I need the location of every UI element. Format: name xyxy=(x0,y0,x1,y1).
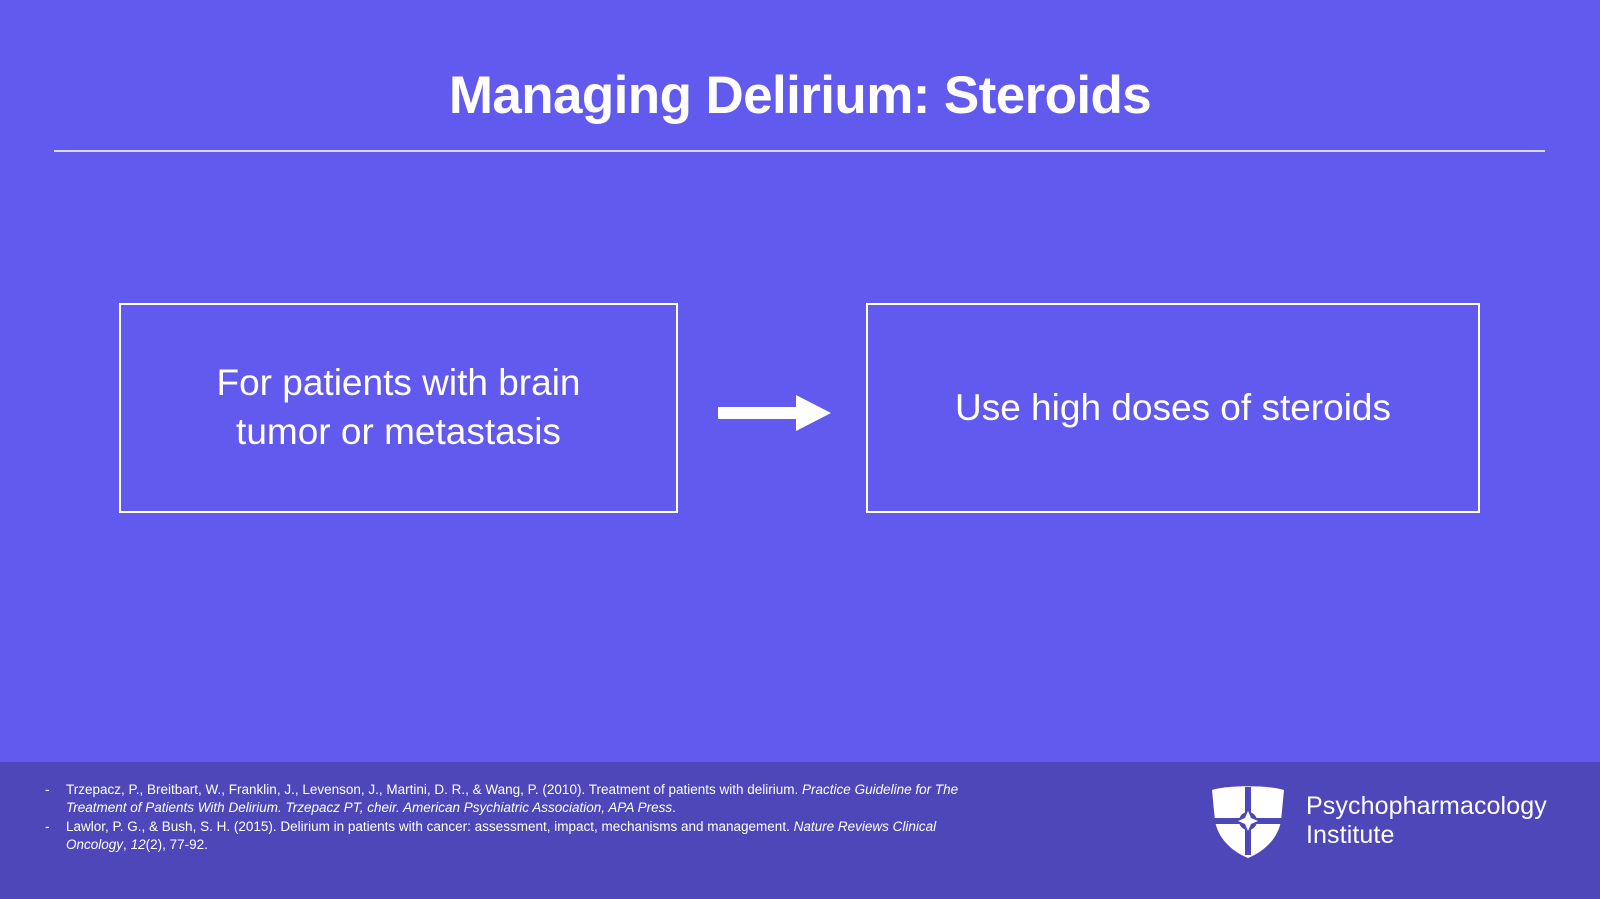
brand-name-line2: Institute xyxy=(1306,821,1395,849)
flow-box-action-line1: Use high doses of steroids xyxy=(954,386,1391,428)
brand-name-line1: Psychopharmacology xyxy=(1306,791,1547,820)
brand-logo: Psychopharmacology Institute xyxy=(1207,783,1547,859)
references-list: - Trzepacz, P., Breitbart, W., Franklin,… xyxy=(45,781,960,855)
reference-plain-1: Lawlor, P. G., & Bush, S. H. (2015). Del… xyxy=(66,818,794,834)
reference-bullet: - xyxy=(45,782,50,797)
reference-plain-2: , xyxy=(123,836,131,852)
reference-plain-1: Trzepacz, P., Breitbart, W., Franklin, J… xyxy=(66,782,803,797)
reference-italic-2: 12 xyxy=(130,836,146,852)
reference-italic-1: Practice Guideline for The Treatment of … xyxy=(66,782,959,815)
reference-bullet: - xyxy=(45,818,50,834)
page-title: Managing Delirium: Steroids xyxy=(448,66,1152,125)
flow-box-condition-line2: tumor or metastasis xyxy=(236,411,561,452)
footer-band: - Trzepacz, P., Breitbart, W., Franklin,… xyxy=(0,762,1600,899)
reference-plain-3: (2), 77-92. xyxy=(145,836,208,852)
flow-box-condition-line1: For patients with brain xyxy=(216,362,581,404)
brand-name: Psychopharmacology Institute xyxy=(1306,792,1547,851)
reference-text: Trzepacz, P., Breitbart, W., Franklin, J… xyxy=(66,781,960,817)
flow-box-condition: For patients with brain tumor or metasta… xyxy=(119,303,678,513)
right-arrow-icon xyxy=(718,395,831,431)
title-divider xyxy=(54,150,1545,152)
reference-item: - Trzepacz, P., Breitbart, W., Franklin,… xyxy=(45,781,960,817)
shield-icon xyxy=(1212,786,1284,858)
reference-plain-2: . xyxy=(672,799,676,815)
reference-text: Lawlor, P. G., & Bush, S. H. (2015). Del… xyxy=(66,818,960,854)
flow-box-action: Use high doses of steroids xyxy=(866,303,1480,513)
reference-italic-1: Nature Reviews Clinical Oncology xyxy=(66,818,937,852)
reference-item: - Lawlor, P. G., & Bush, S. H. (2015). D… xyxy=(45,818,960,854)
